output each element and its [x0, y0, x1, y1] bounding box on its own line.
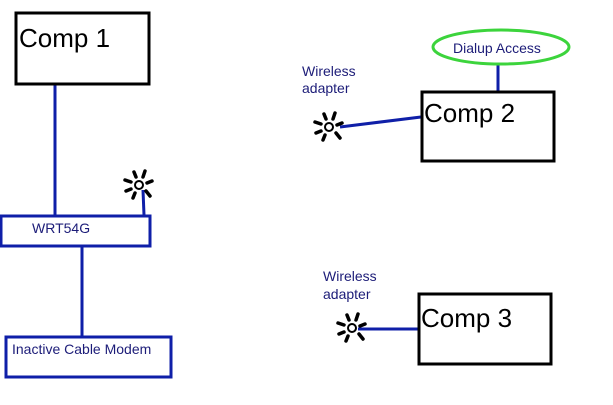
adapter3-label-line2: adapter [323, 286, 371, 302]
wireless-icon [336, 312, 367, 343]
wireless-icon [313, 111, 344, 142]
dialup-node: Dialup Access [431, 28, 571, 66]
comp1-label: Comp 1 [19, 23, 110, 53]
modem-label: Inactive Cable Modem [12, 341, 151, 357]
comp2-label: Comp 2 [424, 98, 515, 128]
router-antenna-line [141, 189, 146, 216]
adapter2-label-line2: adapter [302, 80, 350, 96]
dialup-label: Dialup Access [453, 40, 541, 56]
comp3-label: Comp 3 [421, 303, 512, 333]
adapter2-label-line1: Wireless [302, 63, 356, 79]
comp1-node: Comp 1 [14, 11, 151, 86]
adapter3-label-line1: Wireless [323, 268, 377, 284]
comp2-node: Comp 2 [420, 90, 556, 163]
wireless-icon [123, 169, 154, 200]
router-label: WRT54G [32, 220, 90, 236]
router-node: WRT54G [0, 214, 152, 248]
link-adapter-comp2 [339, 115, 422, 129]
comp3-node: Comp 3 [417, 292, 553, 366]
modem-node: Inactive Cable Modem [4, 335, 173, 379]
